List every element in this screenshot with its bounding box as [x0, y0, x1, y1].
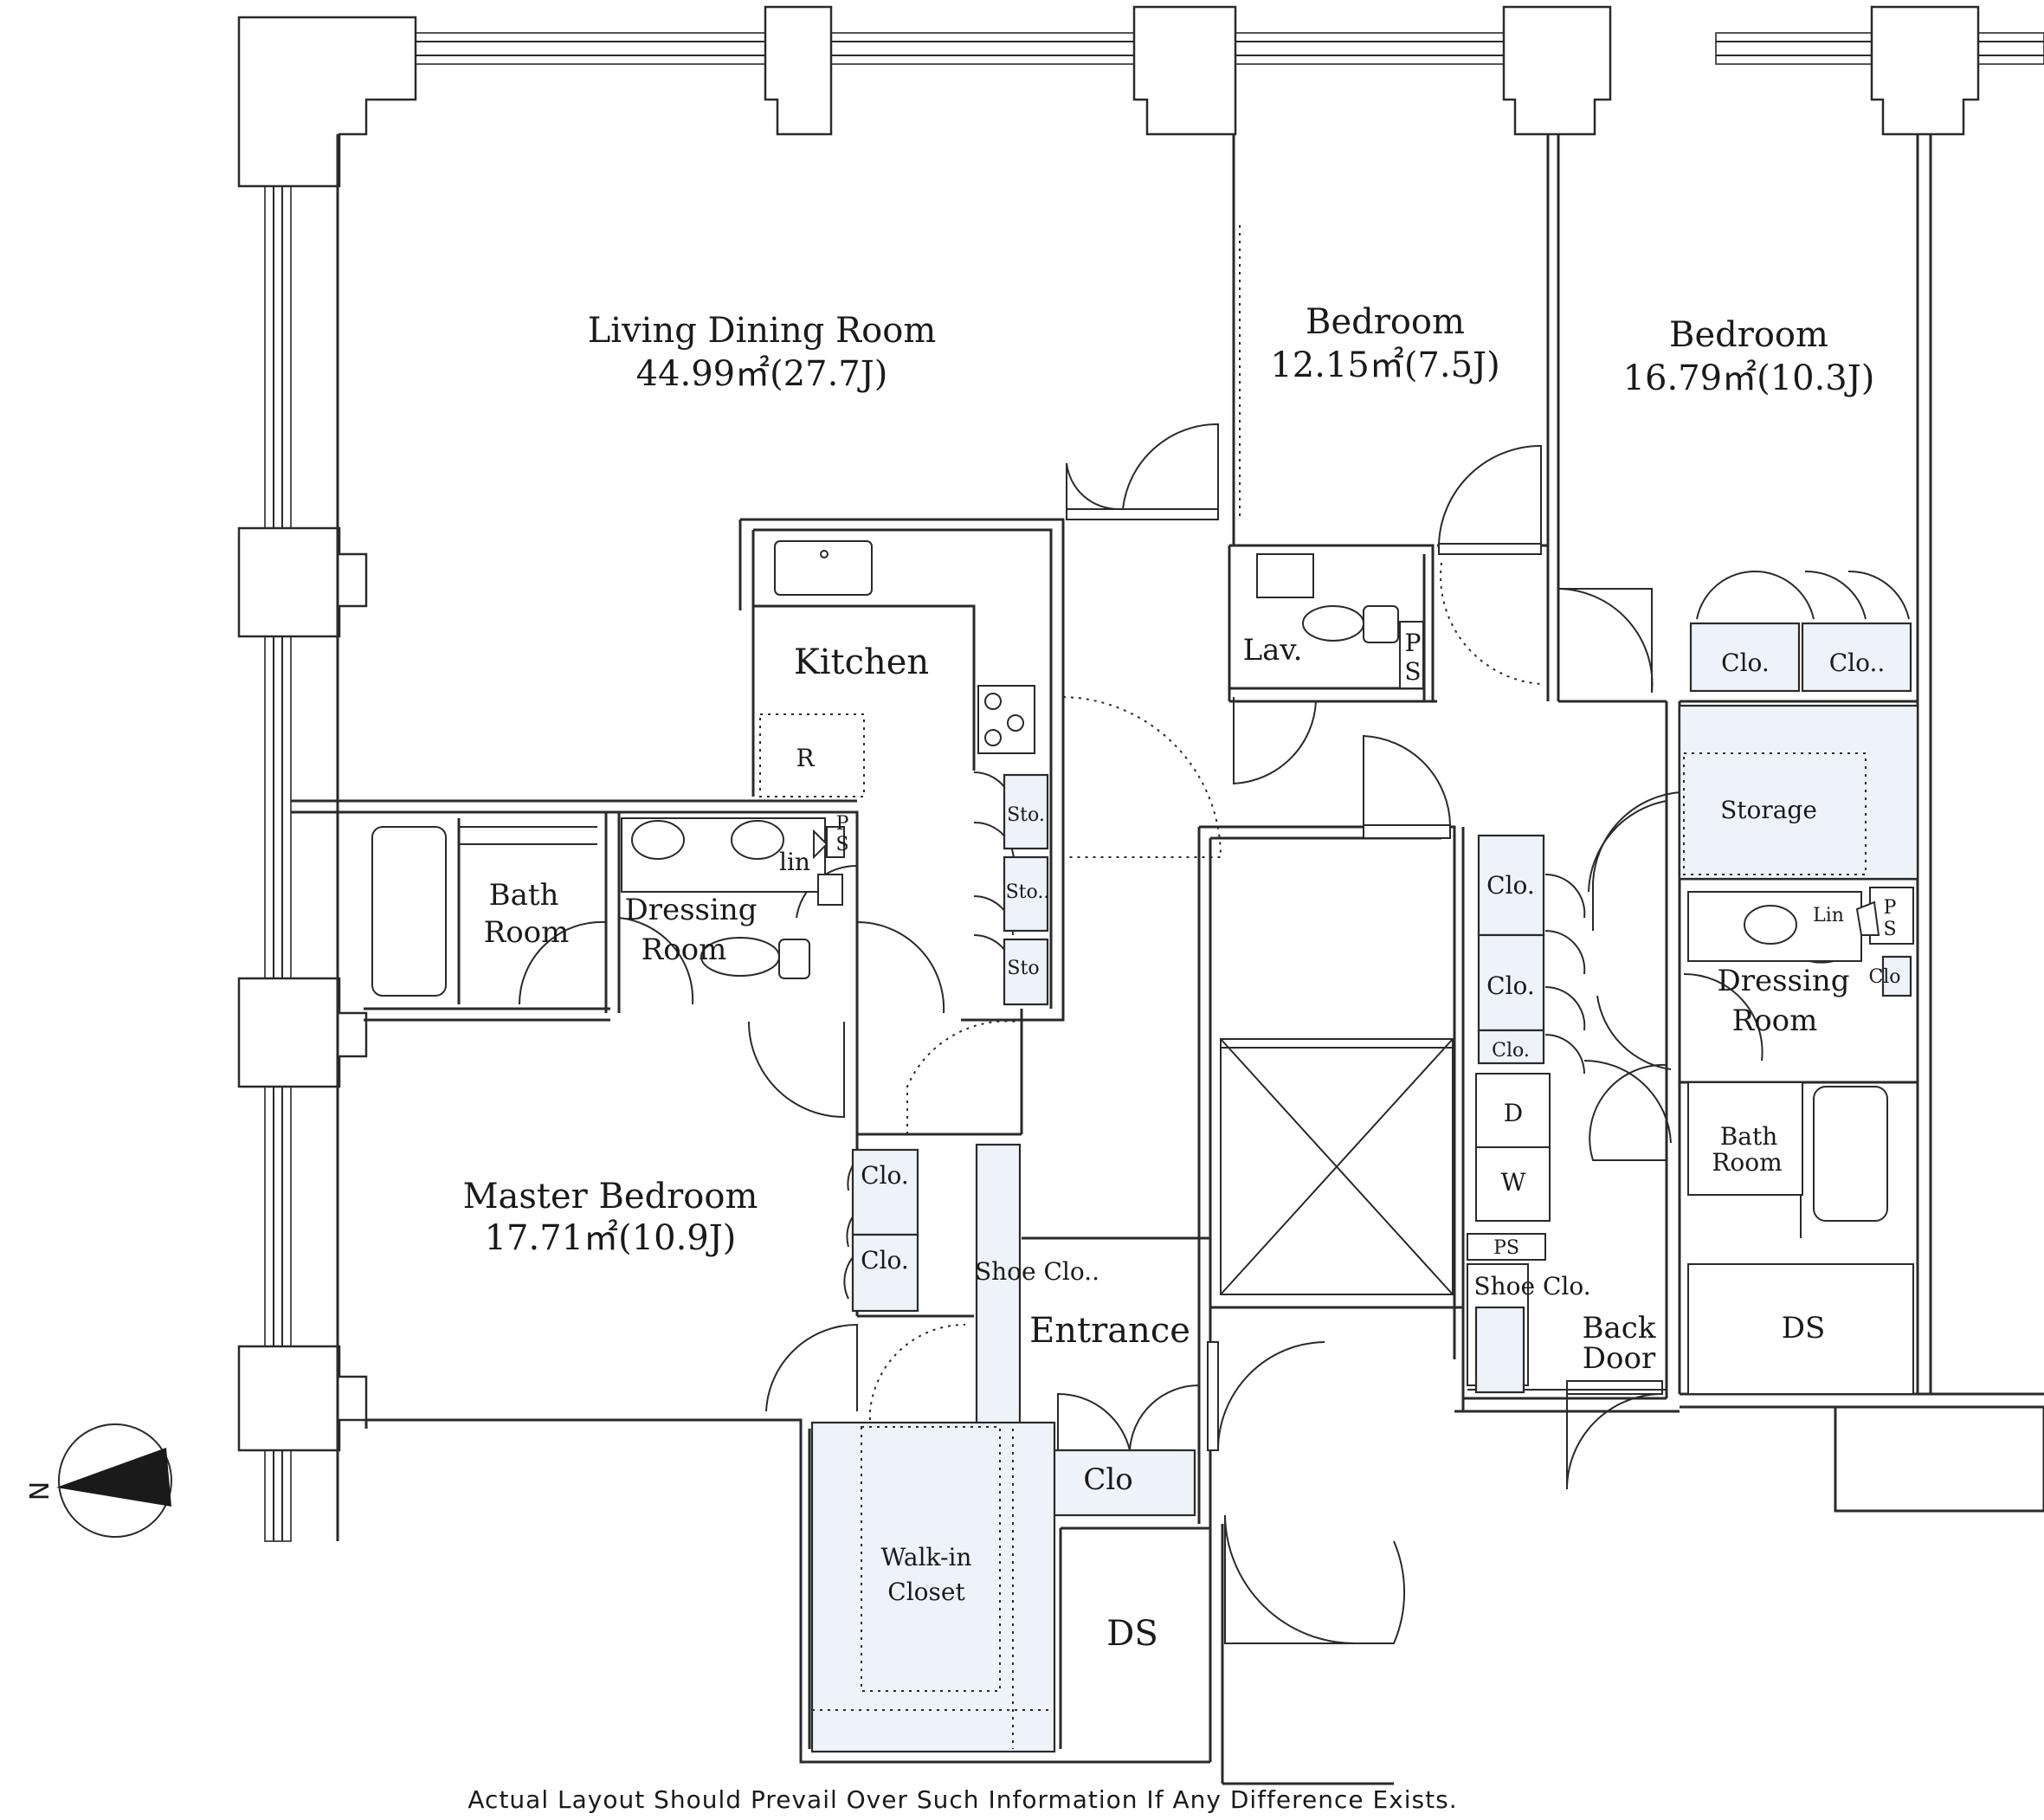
- room-area-master-bedroom: 17.71㎡(10.9J): [485, 1218, 737, 1258]
- room-name-dressing-right-2: Room: [1732, 1004, 1818, 1038]
- closet-master-1: Clo.: [861, 1161, 909, 1190]
- compass: N: [25, 1423, 172, 1538]
- room-name-bath-left-2: Room: [484, 915, 570, 950]
- room-name-walk-in-closet-1: Walk-in: [881, 1543, 972, 1572]
- shoe-closet-back-door: Shoe Clo.: [1473, 1272, 1590, 1300]
- compass-needle-icon: [56, 1448, 171, 1507]
- ps-utility: PS: [1493, 1237, 1519, 1259]
- closet-dressing-right: Clo: [1868, 966, 1900, 988]
- left-window-band: [264, 185, 292, 1542]
- ps-right-p: P: [1884, 897, 1897, 919]
- room-name-storage: Storage: [1720, 796, 1817, 824]
- closet-entrance: Clo: [1083, 1462, 1132, 1497]
- washer-label: W: [1501, 1168, 1526, 1197]
- ps-lav-s: S: [1404, 657, 1421, 686]
- room-name-back-door-1: Back: [1583, 1311, 1656, 1346]
- top-window-band: [415, 32, 2044, 65]
- compass-north-label: N: [25, 1481, 55, 1501]
- storage-units: [810, 622, 1919, 1753]
- room-name-lavatory: Lav.: [1243, 633, 1303, 668]
- room-name-dressing-right-1: Dressing: [1717, 964, 1849, 998]
- closet-bed2-2: Clo..: [1829, 649, 1886, 677]
- storage-label-3: Sto: [1007, 958, 1039, 979]
- shoe-closet-entrance: Shoe Clo..: [975, 1257, 1099, 1286]
- room-name-living-dining: Living Dining Room: [588, 311, 937, 351]
- room-name-bedroom-2: Bedroom: [1669, 315, 1828, 355]
- room-name-dressing-left-1: Dressing: [624, 893, 757, 927]
- room-name-back-door-2: Door: [1583, 1341, 1656, 1376]
- disclaimer-text: Actual Layout Should Prevail Over Such I…: [467, 1785, 1457, 1814]
- room-name-bath-right-1: Bath: [1720, 1122, 1778, 1151]
- refrigerator-label: R: [796, 744, 815, 772]
- ps-lav-p: P: [1405, 629, 1422, 657]
- room-name-dressing-left-2: Room: [642, 933, 727, 967]
- linen-left-label: lin: [779, 848, 810, 876]
- duct-space-right: DS: [1782, 1311, 1826, 1346]
- room-name-entrance: Entrance: [1029, 1311, 1190, 1351]
- storage-label-1: Sto.: [1007, 804, 1045, 826]
- dryer-label: D: [1504, 1099, 1523, 1127]
- ps-left-p: P: [836, 813, 849, 835]
- small-labels: Sto. Sto.. Sto P S P S Clo. Clo.. Clo. C…: [835, 629, 1900, 1497]
- doors: [518, 423, 1910, 1644]
- closet-bed2-1: Clo.: [1721, 649, 1770, 677]
- room-name-bath-right-2: Room: [1712, 1148, 1782, 1177]
- linen-right-label: Lin: [1813, 905, 1844, 926]
- columns: [237, 5, 1980, 1452]
- fixtures: [371, 540, 1914, 1395]
- closet-hall-2: Clo.: [1486, 971, 1535, 1000]
- room-name-master-bedroom: Master Bedroom: [463, 1177, 758, 1217]
- storage-label-2: Sto..: [1006, 881, 1050, 903]
- room-name-bedroom-1: Bedroom: [1306, 302, 1465, 342]
- ps-right-s: S: [1883, 919, 1896, 940]
- room-area-living-dining: 44.99㎡(27.7J): [636, 354, 888, 394]
- room-name-bath-left-1: Bath: [489, 878, 559, 913]
- closet-hall-3: Clo.: [1492, 1040, 1530, 1062]
- room-area-bedroom-2: 16.79㎡(10.3J): [1623, 358, 1875, 398]
- room-name-walk-in-closet-2: Closet: [887, 1578, 965, 1606]
- room-area-bedroom-1: 12.15㎡(7.5J): [1270, 345, 1499, 385]
- closet-master-2: Clo.: [861, 1246, 909, 1275]
- duct-space-entrance: DS: [1106, 1614, 1157, 1654]
- room-name-kitchen: Kitchen: [794, 642, 929, 682]
- room-labels: Living Dining Room 44.99㎡(27.7J) Bedroom…: [463, 302, 1875, 1654]
- closet-hall-1: Clo.: [1486, 871, 1535, 900]
- ps-left-s: S: [835, 834, 848, 855]
